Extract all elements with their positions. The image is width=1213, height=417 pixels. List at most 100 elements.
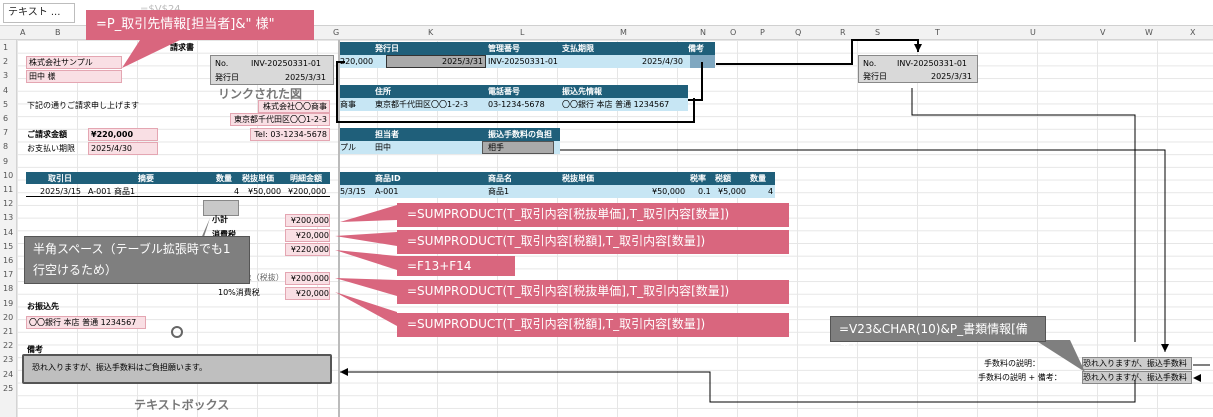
row-header-14[interactable]: 14 [3, 227, 14, 237]
sheet-split [338, 40, 340, 417]
r1-date-cell[interactable] [386, 55, 486, 68]
row-header-11[interactable]: 11 [3, 185, 14, 194]
c1-tail [122, 40, 180, 68]
table-row[interactable]: 5/3/15 A-001 商品1 ¥50,000 0.1 ¥5,000 4 [340, 185, 775, 198]
target10-value[interactable]: ¥200,000 [285, 272, 330, 285]
table-row[interactable]: 商事 東京都千代田区〇〇1-2-3 03-1234-5678 〇〇銀行 本店 普… [340, 98, 688, 111]
linked-picture[interactable]: No. INV-20250331-01 発行日 2025/3/31 [210, 55, 334, 85]
row-header-20[interactable]: 20 [3, 312, 14, 322]
r4-name: 商品1 [488, 187, 510, 196]
row-header-22[interactable]: 22 [3, 341, 14, 351]
row-header-17[interactable]: 17 [3, 270, 14, 280]
ref-table-2-header: 住所 電話番号 振込先情報 [340, 85, 688, 98]
company-address[interactable]: 東京都千代田区〇〇1-2-3 [230, 113, 330, 126]
row-header-4[interactable]: 4 [3, 85, 9, 95]
row-header-23[interactable]: 23 [3, 355, 14, 365]
column-header-g[interactable]: G [333, 28, 340, 37]
r1-notes-cell[interactable] [690, 55, 715, 68]
column-header-l[interactable]: L [520, 28, 525, 37]
row-header-19[interactable]: 19 [3, 298, 14, 308]
tax10-value[interactable]: ¥20,000 [285, 287, 330, 300]
c6-tail [335, 292, 397, 326]
column-header-u[interactable]: U [1030, 28, 1036, 37]
linked-date-label: 発行日 [215, 73, 239, 82]
rl-date-value: 2025/3/31 [931, 72, 973, 81]
row-header-10[interactable]: 10 [3, 170, 14, 180]
table-row[interactable]: プル 田中 相手 [340, 141, 560, 154]
r1-h-no: 管理番号 [488, 44, 520, 53]
row-header-15[interactable]: 15 [3, 241, 14, 251]
row-header-12[interactable]: 12 [3, 199, 14, 209]
r4-id: A-001 [375, 187, 399, 196]
td-amount: ¥200,000 [288, 187, 327, 196]
column-header-k[interactable]: K [428, 28, 434, 37]
table-row[interactable]: 2025/3/15 A-001 商品1 4 ¥50,000 ¥200,000 [26, 185, 330, 197]
r1-due: 2025/4/30 [642, 57, 684, 66]
th-price: 税抜単価 [242, 174, 274, 183]
r4-rate: 0.1 [698, 187, 711, 196]
formula-text[interactable]: =$V$24 [140, 4, 181, 15]
row-header-16[interactable]: 16 [3, 256, 14, 265]
r1-h-notes: 備考 [688, 44, 704, 53]
fee-desc-notes-value[interactable]: 恐れ入りますが、振込手数料 [1082, 371, 1192, 384]
column-header-v[interactable]: V [1100, 28, 1106, 37]
link-line-e [560, 149, 1166, 352]
r4-h-name: 商品名 [488, 174, 512, 183]
linked-date-value: 2025/3/31 [285, 73, 327, 82]
column-header-b[interactable]: B [55, 28, 61, 37]
column-header-r[interactable]: R [840, 28, 846, 37]
column-header-t[interactable]: T [935, 28, 940, 37]
th-qty: 数量 [216, 174, 232, 183]
row-header-18[interactable]: 18 [3, 284, 14, 294]
column-header-s[interactable]: S [875, 28, 881, 37]
row-header-24[interactable]: 24 [3, 369, 14, 379]
column-header-w[interactable]: W [1145, 28, 1153, 37]
row-header-2[interactable]: 2 [3, 57, 9, 67]
due-value[interactable]: 2025/4/30 [88, 142, 158, 155]
row-header-13[interactable]: 13 [3, 213, 14, 223]
r2-h-tel: 電話番号 [488, 87, 520, 96]
client-name[interactable]: 株式会社サンプル [26, 56, 122, 69]
r4-h-price: 税抜単価 [562, 174, 594, 183]
fee-desc-value[interactable]: 恐れ入りますが、振込手数料 [1082, 357, 1192, 370]
row-header-1[interactable]: 1 [3, 43, 9, 52]
row-header-9[interactable]: 9 [3, 156, 9, 166]
row-header-8[interactable]: 8 [3, 142, 9, 152]
arrow-head-b [1161, 344, 1169, 352]
notes-textbox[interactable]: 恐れ入りますが、振込手数料はご負担願います。 [22, 354, 332, 384]
bank-value[interactable]: 〇〇銀行 本店 普通 1234567 [26, 316, 146, 329]
column-header-o[interactable]: O [730, 28, 737, 37]
column-header-m[interactable]: M [620, 28, 627, 37]
blank-cell-marker[interactable] [203, 200, 239, 216]
row-header-5[interactable]: 5 [3, 99, 9, 109]
row-header-6[interactable]: 6 [3, 114, 9, 123]
arrow-head-c [1193, 374, 1201, 382]
r4-left: 5/3/15 [340, 187, 366, 196]
table-row[interactable]: 220,000 2025/3/31 INV-20250331-01 2025/4… [340, 55, 715, 68]
r3-fee-cell[interactable] [482, 141, 554, 154]
c4-tail [335, 250, 397, 270]
row-header-3[interactable]: 3 [3, 71, 9, 81]
column-header-x[interactable]: X [1190, 28, 1196, 37]
right-linked-picture[interactable]: No. INV-20250331-01 発行日 2025/3/31 [858, 55, 978, 83]
row-header-7[interactable]: 7 [3, 128, 9, 138]
td-date: 2025/3/15 [40, 187, 82, 196]
contact-name[interactable]: 田中 様 [26, 70, 122, 83]
bank-label: お振込先 [27, 302, 59, 311]
subtotal-value[interactable]: ¥200,000 [285, 214, 330, 227]
total-value[interactable]: ¥220,000 [285, 243, 330, 256]
r4-qty: 4 [768, 187, 774, 196]
row-header-25[interactable]: 25 [3, 383, 14, 393]
rotate-handle-icon[interactable] [171, 326, 183, 338]
tax-value[interactable]: ¥20,000 [285, 229, 330, 242]
name-box[interactable]: テキスト ... [3, 3, 75, 23]
company-name[interactable]: 株式会社〇〇商事 [258, 100, 330, 113]
invoice-table-header: 取引日 摘要 数量 税抜単価 明細金額 [26, 172, 330, 184]
company-tel[interactable]: Tel: 03-1234-5678 [250, 128, 330, 141]
column-header-q[interactable]: Q [795, 28, 802, 37]
amount-value[interactable]: ¥220,000 [88, 128, 158, 141]
column-header-a[interactable]: A [20, 28, 26, 37]
column-header-n[interactable]: N [700, 28, 706, 37]
column-header-p[interactable]: P [760, 28, 765, 37]
row-header-21[interactable]: 21 [3, 327, 14, 336]
